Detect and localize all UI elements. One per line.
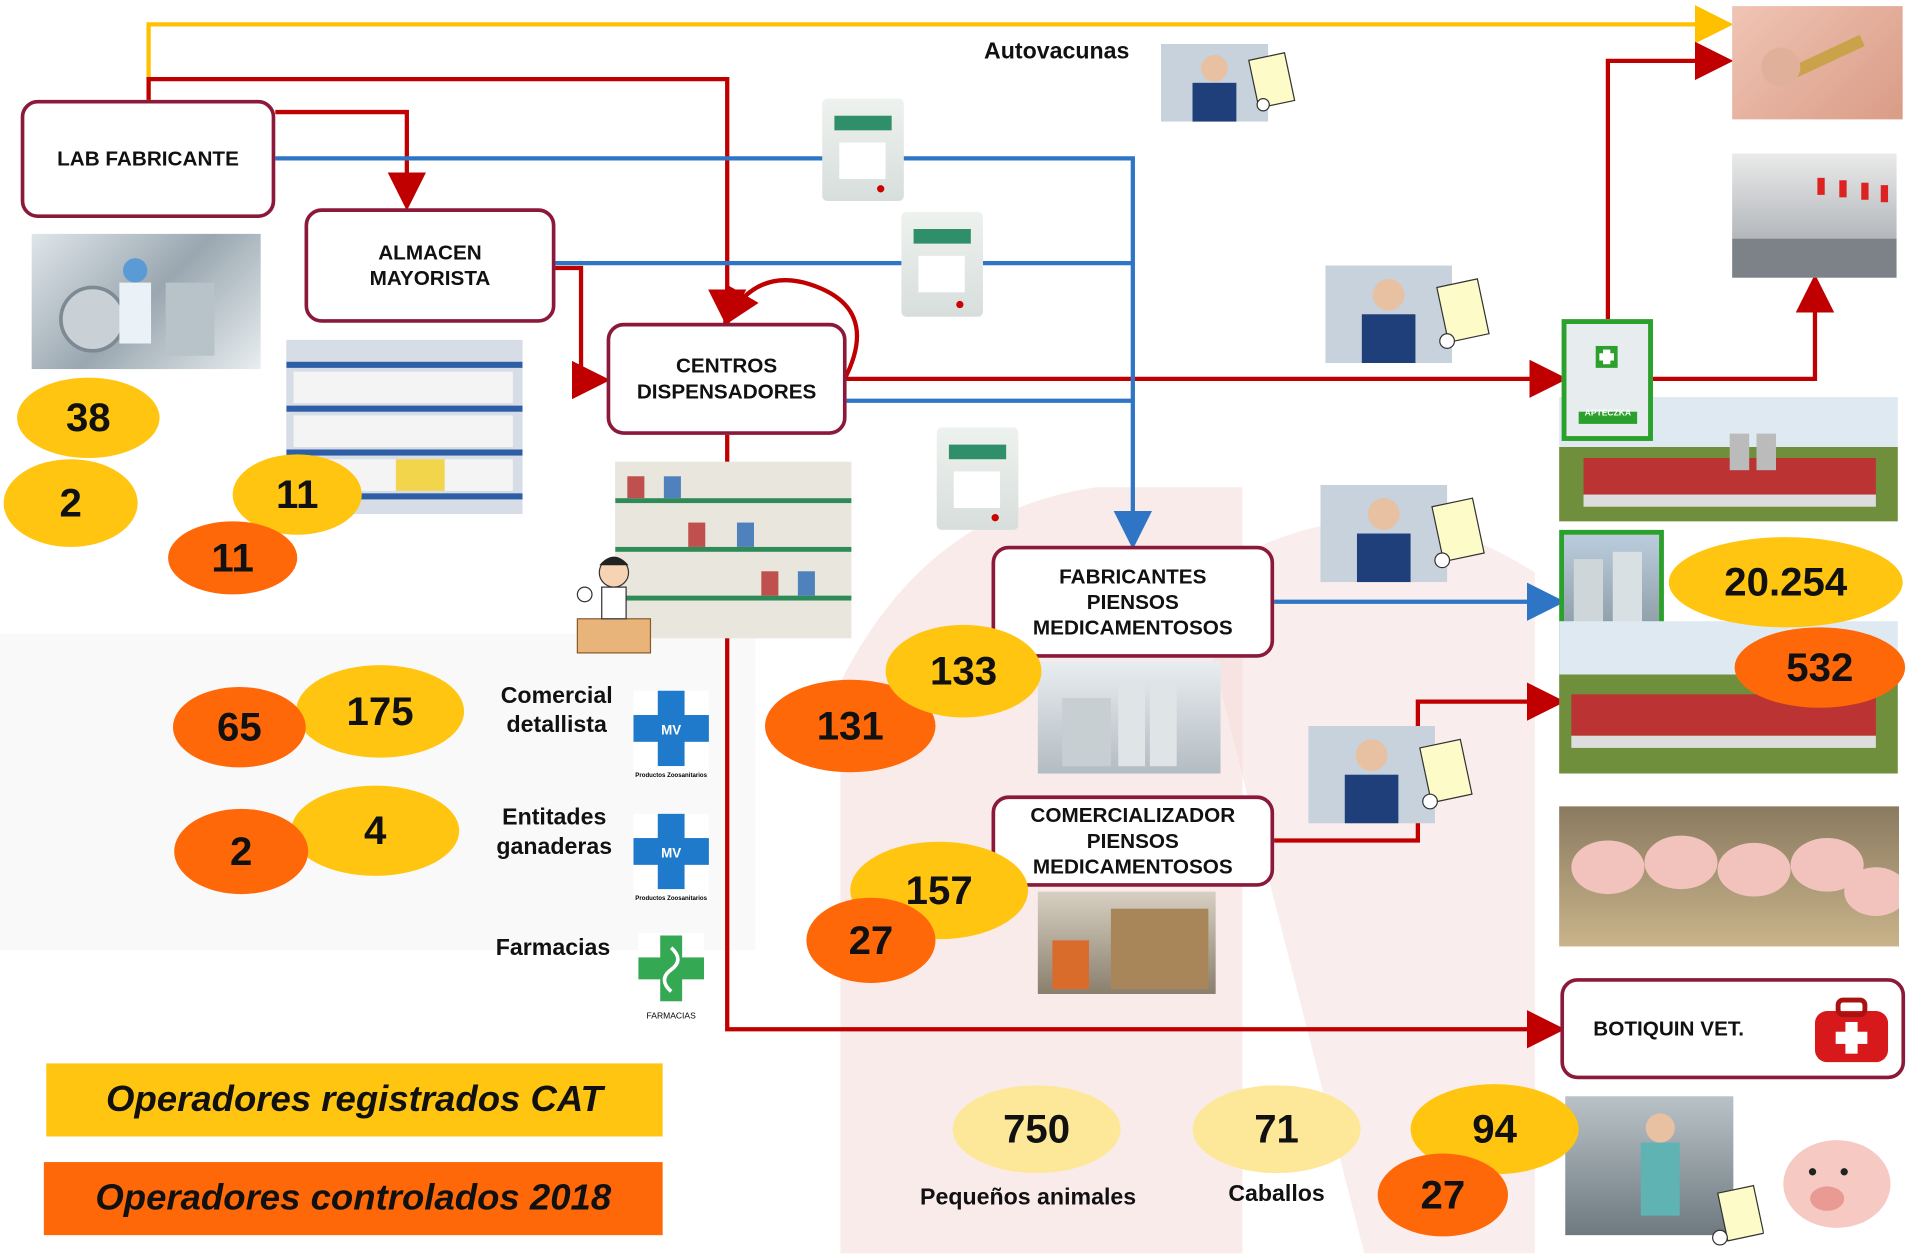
badge-granjas-registered: 20.254 [1668, 537, 1903, 628]
feed-bag-1-image [822, 98, 904, 201]
mv-comercial-icon: MV Productos Zoosanitarios [633, 690, 709, 780]
feed-bag-2-image [901, 211, 984, 317]
vet-prescription-3-image [1320, 484, 1491, 583]
node-lab-fabricante: LAB FABRICANTE [20, 99, 276, 219]
prescription-note-icon [1708, 1184, 1769, 1252]
arrow-lab-fabricantes [275, 156, 1153, 550]
badge-fabricantes-controlled: 131 [764, 679, 936, 773]
feed-factory-photo [1037, 661, 1221, 774]
badge-comercializador-controlled: 27 [806, 897, 936, 984]
badge-comercial-registered: 175 [295, 665, 465, 758]
legend-registered: Operadores registrados CAT [46, 1063, 663, 1137]
node-botiquin-label: BOTIQUIN VET. [1593, 1017, 1744, 1041]
node-botiquin-vet: BOTIQUIN VET. [1560, 978, 1906, 1080]
badge-pequenos-animales: 750 [952, 1085, 1121, 1174]
apteczka-cabinet-image: APTECZKA [1561, 319, 1653, 441]
badge-botiquin-controlled: 27 [1377, 1153, 1509, 1237]
badge-comercial-controlled: 65 [172, 687, 306, 768]
node-fabricantes-label: FABRICANTES PIENSOS MEDICAMENTOSOS [1032, 564, 1233, 639]
mv-entitades-text: MV [661, 846, 681, 861]
autovacunas-injection-photo [1732, 6, 1903, 120]
vet-prescription-4-image [1308, 725, 1479, 824]
node-almacen-mayorista: ALMACEN MAYORISTA [304, 208, 556, 323]
mv-comercial-caption: Productos Zoosanitarios [635, 772, 708, 780]
pharmacy-cross-icon: FARMACIAS [638, 933, 705, 1021]
label-caballos: Caballos [1228, 1181, 1325, 1208]
arrow-botiquin-granja [1652, 274, 1835, 381]
node-comercializador-piensos: COMERCIALIZADOR PIENSOS MEDICAMENTOSOS [991, 795, 1275, 887]
mv-entitades-icon: MV Productos Zoosanitarios [633, 813, 709, 903]
apteczka-label: APTECZKA [1584, 409, 1632, 418]
label-farmacias: Farmacias [495, 935, 611, 962]
label-comercial-detallista: Comercial detallista [500, 683, 613, 739]
label-autovacunas: Autovacunas [984, 38, 1130, 65]
arrow-centros-loop [722, 278, 860, 382]
badge-caballos: 71 [1192, 1085, 1361, 1174]
badge-entitades-controlled: 2 [174, 808, 309, 895]
first-aid-kit-icon [1814, 997, 1889, 1063]
arrow-lab-almacen [275, 109, 427, 211]
node-centros-label: CENTROS DISPENSADORES [636, 354, 817, 404]
lab-photo [31, 233, 261, 370]
feed-bag-3-image [936, 427, 1019, 530]
legend-controlled: Operadores controlados 2018 [43, 1162, 663, 1236]
arrow-autovacunas [146, 5, 1734, 100]
badge-almacen-registered: 11 [232, 454, 362, 535]
storage-warehouse-photo [1037, 891, 1216, 994]
badge-entitades-registered: 4 [291, 785, 460, 876]
piglet-photo [1763, 1118, 1906, 1238]
farmacias-caption: FARMACIAS [646, 1012, 696, 1021]
node-fabricantes-piensos: FABRICANTES PIENSOS MEDICAMENTOSOS [991, 545, 1275, 658]
node-lab-label: LAB FABRICANTE [57, 147, 239, 171]
farm-interior-photo [1732, 153, 1897, 278]
arrow-lab-centros [146, 77, 747, 328]
badge-granjas-controlled: 532 [1734, 627, 1906, 708]
vet-prescription-1-image [1160, 43, 1305, 122]
piglets-photo [1559, 806, 1900, 947]
badge-fabricantes-registered: 133 [885, 624, 1042, 718]
badge-lab-registered: 38 [17, 377, 160, 459]
pharmacy-shelves-photo [615, 461, 852, 639]
badge-almacen-controlled: 11 [168, 521, 298, 595]
label-entitades-ganaderas: Entitades ganaderas [496, 805, 613, 860]
arrow-botiquin-autovacunas [1605, 41, 1734, 320]
field-vet-photo [1565, 1096, 1734, 1236]
node-almacen-label: ALMACEN MAYORISTA [369, 241, 491, 290]
node-centros-dispensadores: CENTROS DISPENSADORES [606, 322, 847, 435]
vet-prescription-2-image [1325, 265, 1496, 363]
pharmacist-icon [573, 551, 656, 656]
badge-lab-controlled: 2 [3, 459, 138, 547]
arrow-almacen-centros [555, 265, 611, 400]
mv-comercial-text: MV [661, 723, 681, 738]
mv-entitades-caption: Productos Zoosanitarios [635, 895, 708, 903]
label-pequenos-animales: Pequeños animales [920, 1185, 1137, 1211]
node-comercializador-label: COMERCIALIZADOR PIENSOS MEDICAMENTOSOS [1030, 803, 1236, 879]
